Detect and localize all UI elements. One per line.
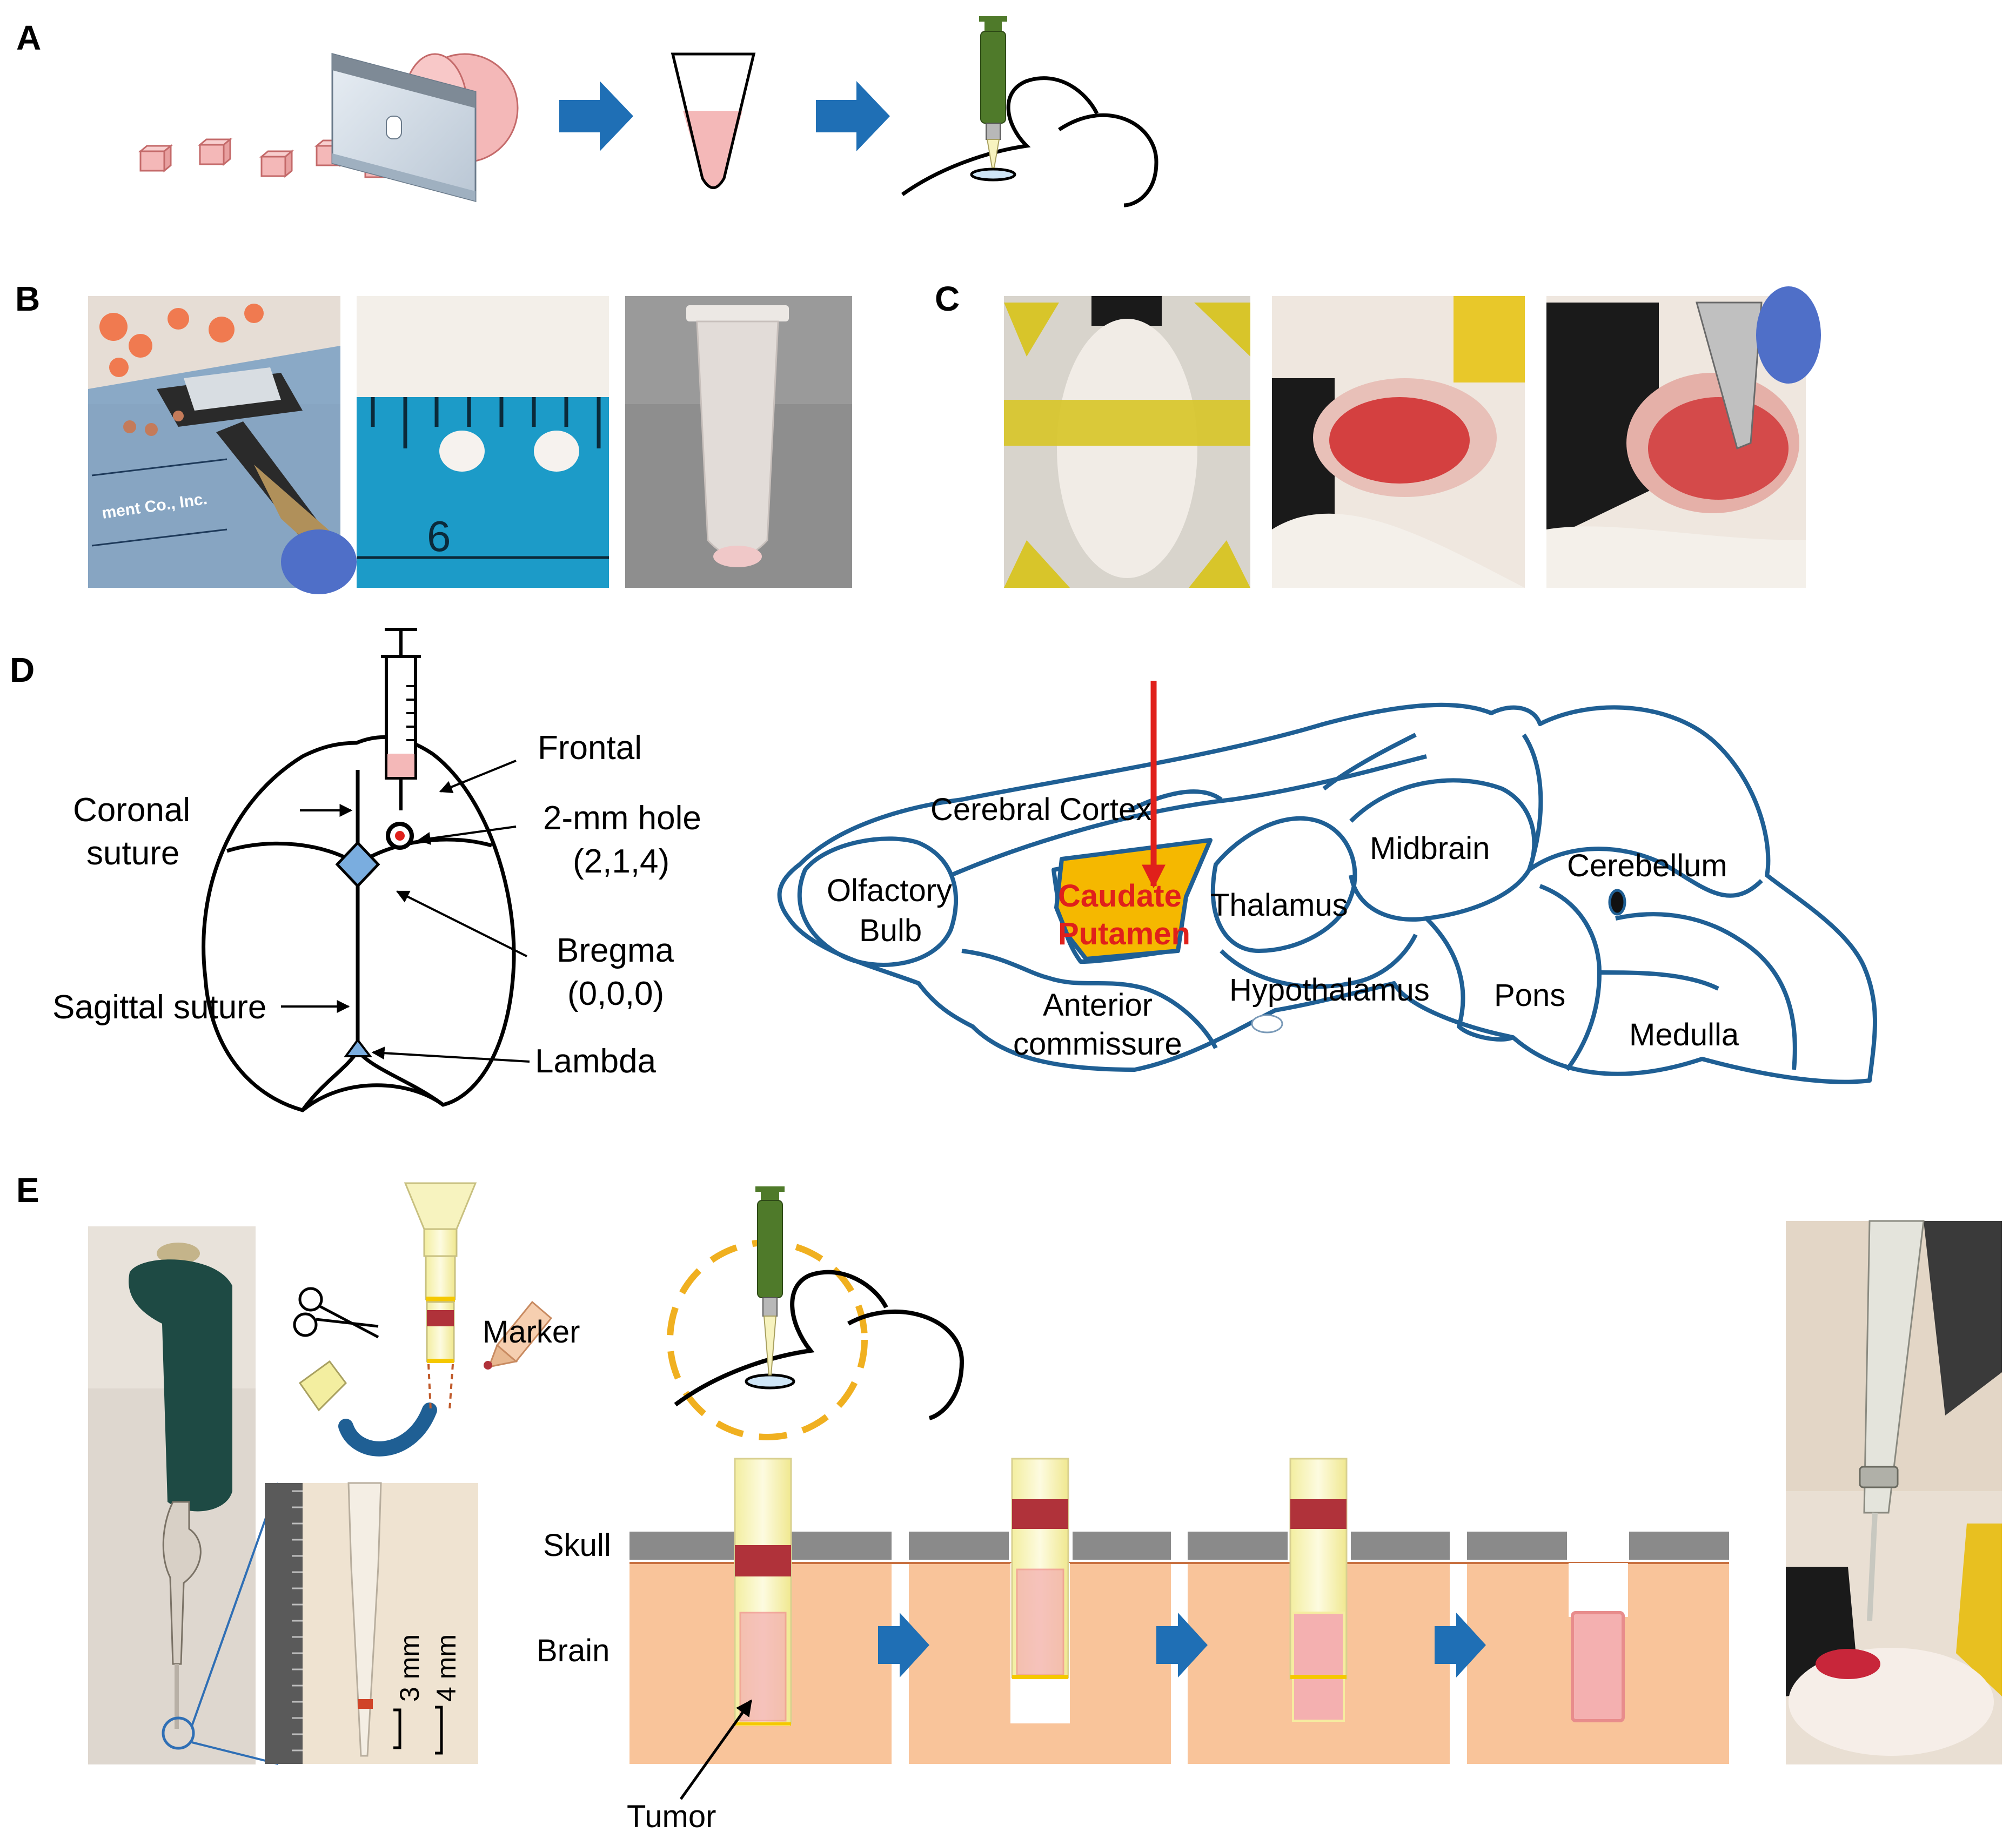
curved-transfer-arrow: [338, 1402, 437, 1457]
label-thalamus: Thalamus: [1210, 888, 1348, 923]
skull-bone-segments: [629, 1532, 1729, 1560]
label-sagittal-suture: Sagittal suture: [52, 989, 266, 1026]
tumor-pointer-arrow: [679, 1699, 753, 1800]
scissors-icon: [293, 1287, 379, 1339]
stage-3-release: [1289, 1458, 1348, 1722]
skull-label-arrows: [281, 760, 530, 1063]
pituitary-shape: [1251, 1014, 1283, 1034]
label-bregma: Bregma: [557, 932, 674, 969]
photo-tip-injection: [1786, 1220, 2002, 1764]
process-arrow: [559, 81, 633, 151]
label-pons: Pons: [1494, 978, 1565, 1013]
label-putamen: Putamen: [1058, 916, 1190, 951]
marker-pen-icon: [484, 1300, 553, 1370]
stage-arrows: [878, 1613, 1486, 1677]
label-frontal: Frontal: [538, 729, 642, 767]
stage-4-implanted: [1569, 1563, 1628, 1722]
label-suture: suture: [86, 835, 179, 872]
drill-hole-center: [395, 831, 405, 841]
photo-mouse-taped: [1004, 296, 1250, 588]
marked-pipette-tip: [404, 1182, 477, 1411]
cerebellum-dark-spot: [1608, 889, 1626, 916]
panel-label-b: B: [15, 279, 40, 318]
syringe-icon: [381, 628, 421, 810]
label-hole: 2-mm hole: [543, 800, 701, 837]
skull-labels: Frontal Coronal suture 2-mm hole (2,1,4)…: [52, 729, 701, 1080]
process-arrow: [816, 81, 890, 151]
photo-tissue-on-ruler: 6: [357, 296, 609, 588]
label-olfactory: Olfactory: [827, 873, 952, 908]
stage-1-insert: [734, 1458, 792, 1726]
mouse-head-pipette-zoom-icon: [667, 1186, 965, 1440]
label-hole-coords: (2,1,4): [573, 843, 669, 880]
label-bregma-coords: (0,0,0): [567, 975, 664, 1012]
zoom-line-top: [191, 1482, 279, 1727]
mouse-head-pipette-icon: [901, 16, 1158, 207]
tip-length-brackets: [393, 1706, 443, 1755]
photo-pipette: [88, 1226, 256, 1764]
razor-blade-icon: [331, 53, 477, 202]
label-brain: Brain: [537, 1633, 610, 1668]
panel-label-d: D: [10, 650, 35, 689]
label-marker: Marker: [483, 1314, 580, 1350]
panel-label-e: E: [16, 1171, 39, 1210]
photo-scalp-incision: [1272, 296, 1525, 588]
photo-tube-with-tissue: [625, 296, 852, 588]
label-cerebral-cortex: Cerebral Cortex: [930, 792, 1151, 827]
label-midbrain: Midbrain: [1370, 831, 1490, 866]
panel-label-c: C: [935, 279, 960, 318]
photo-blade-cutting: ment Co., Inc.: [88, 296, 357, 594]
bregma-marker: [335, 841, 380, 888]
brain-tissue-blocks: [629, 1562, 1729, 1764]
sagittal-brain-diagram: [777, 702, 1877, 1084]
caudate-putamen-region: [1054, 838, 1213, 961]
label-caudate: Caudate: [1058, 878, 1182, 914]
label-hypothalamus: Hypothalamus: [1229, 972, 1430, 1008]
zoom-line-bottom: [191, 1741, 279, 1765]
label-commissure: commissure: [1013, 1026, 1182, 1062]
label-bulb: Bulb: [859, 913, 922, 948]
label-lambda: Lambda: [535, 1043, 657, 1080]
label-cerebellum: Cerebellum: [1567, 848, 1727, 883]
brain-labels: Cerebral Cortex Olfactory Bulb Caudate P…: [827, 792, 1739, 1062]
photo-pipette-injection: [1546, 286, 1821, 588]
panel-label-a: A: [16, 18, 41, 57]
label-skull: Skull: [543, 1528, 611, 1563]
pipette-tip-zoom-circle: [162, 1716, 195, 1750]
cut-tip-piece: [298, 1360, 347, 1412]
label-3mm: 3 mm: [394, 1634, 425, 1702]
ruler-number-six: 6: [427, 512, 451, 560]
microtube-icon: [671, 52, 756, 189]
stage-2-withdraw: [1010, 1458, 1070, 1723]
lambda-marker: [344, 1038, 373, 1057]
label-medulla: Medulla: [1629, 1017, 1739, 1052]
photo-marked-tip: [265, 1482, 478, 1764]
label-anterior: Anterior: [1043, 988, 1153, 1023]
label-coronal: Coronal: [73, 791, 190, 829]
label-4mm: 4 mm: [431, 1634, 461, 1702]
label-tumor: Tumor: [627, 1799, 716, 1832]
